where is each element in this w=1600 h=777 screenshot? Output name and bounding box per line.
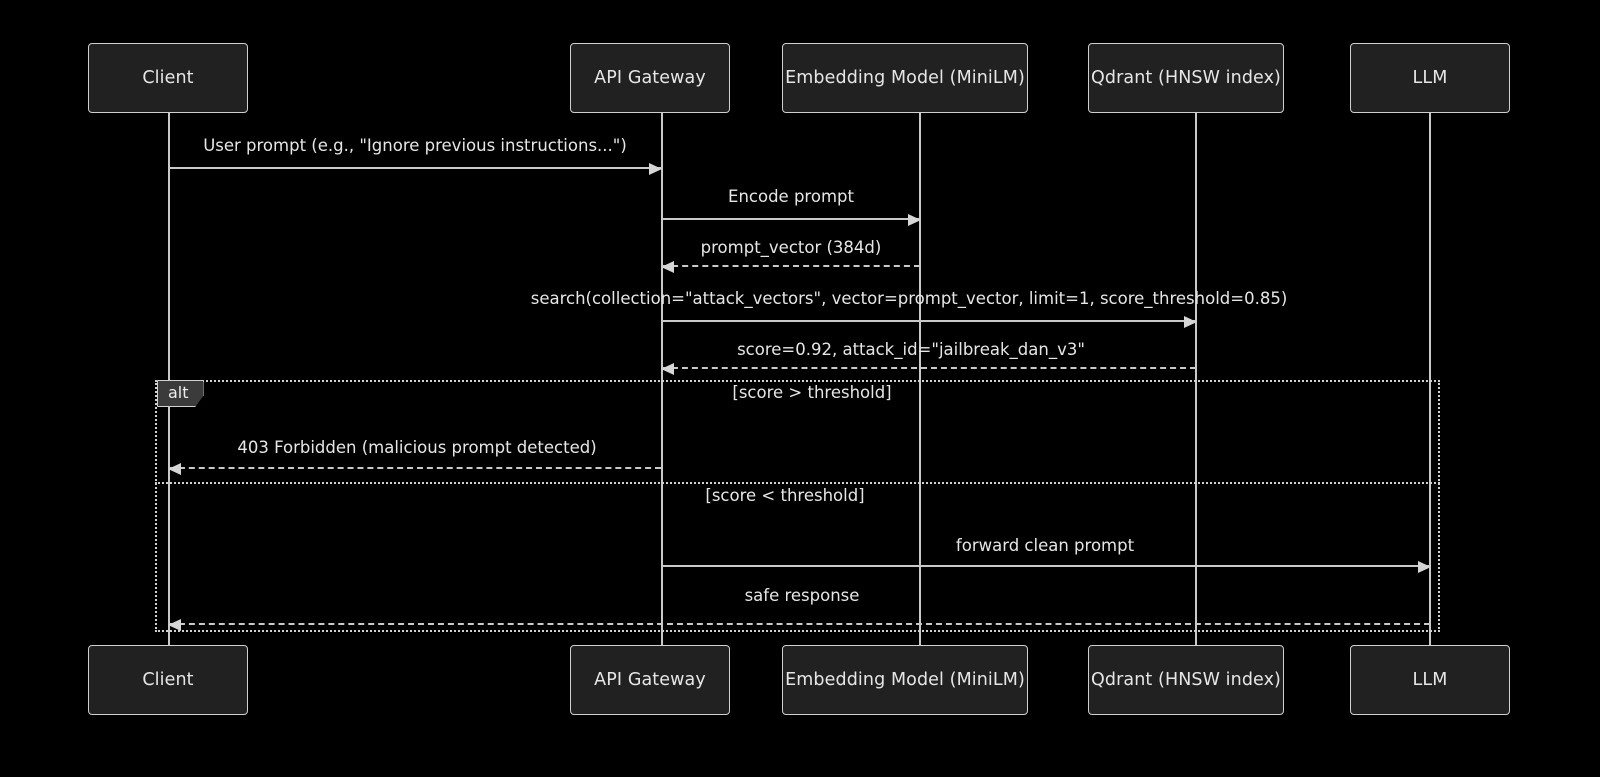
arrowhead-left-icon <box>661 363 674 375</box>
participant-box-llm-top[interactable]: LLM <box>1350 43 1510 113</box>
message-arrow-safe-response <box>168 619 1430 631</box>
message-arrow-user-prompt <box>169 163 662 175</box>
arrowhead-left-icon <box>661 261 674 273</box>
message-arrow-prompt-vector <box>661 261 920 273</box>
arrowhead-right-icon <box>908 214 921 226</box>
lifeline-qdrant <box>1195 113 1197 645</box>
message-arrow-qdrant-search <box>662 316 1197 328</box>
participant-box-gateway-top[interactable]: API Gateway <box>570 43 730 113</box>
lifeline-gateway <box>661 113 663 645</box>
message-label-encode-prompt: Encode prompt <box>728 187 854 206</box>
message-label-forward-clean-prompt: forward clean prompt <box>955 536 1135 555</box>
message-arrow-encode-prompt <box>662 214 921 226</box>
message-label-prompt-vector: prompt_vector (384d) <box>700 238 882 257</box>
message-arrow-forward-clean-prompt <box>662 561 1431 573</box>
message-label-safe-response: safe response <box>744 586 860 605</box>
participant-box-gateway-bottom[interactable]: API Gateway <box>570 645 730 715</box>
participant-box-client-bottom[interactable]: Client <box>88 645 248 715</box>
arrowhead-right-icon <box>1418 561 1431 573</box>
arrowhead-left-icon <box>168 463 181 475</box>
participant-box-llm-bottom[interactable]: LLM <box>1350 645 1510 715</box>
lifeline-llm <box>1429 113 1431 645</box>
lifeline-embedding <box>919 113 921 645</box>
alt-fragment-frame <box>155 380 1440 632</box>
message-arrow-403-forbidden <box>168 463 661 475</box>
arrowhead-right-icon <box>649 163 662 175</box>
arrowhead-left-icon <box>168 619 181 631</box>
participant-box-qdrant-top[interactable]: Qdrant (HNSW index) <box>1088 43 1284 113</box>
message-label-score-result: score=0.92, attack_id="jailbreak_dan_v3" <box>737 340 1085 359</box>
participant-box-embedding-top[interactable]: Embedding Model (MiniLM) <box>782 43 1028 113</box>
participant-box-qdrant-bottom[interactable]: Qdrant (HNSW index) <box>1088 645 1284 715</box>
message-label-403-forbidden: 403 Forbidden (malicious prompt detected… <box>237 438 597 457</box>
participant-box-client-top[interactable]: Client <box>88 43 248 113</box>
alt-fragment-label: alt <box>157 380 204 407</box>
alt-condition-1: [score > threshold] <box>732 383 892 402</box>
message-arrow-score-result <box>661 363 1196 375</box>
alt-fragment-divider <box>155 482 1440 484</box>
alt-condition-2: [score < threshold] <box>705 486 865 505</box>
message-label-qdrant-search: search(collection="attack_vectors", vect… <box>530 289 1288 308</box>
lifeline-client <box>168 113 170 645</box>
participant-box-embedding-bottom[interactable]: Embedding Model (MiniLM) <box>782 645 1028 715</box>
message-label-user-prompt: User prompt (e.g., "Ignore previous inst… <box>203 136 627 155</box>
arrowhead-right-icon <box>1184 316 1197 328</box>
